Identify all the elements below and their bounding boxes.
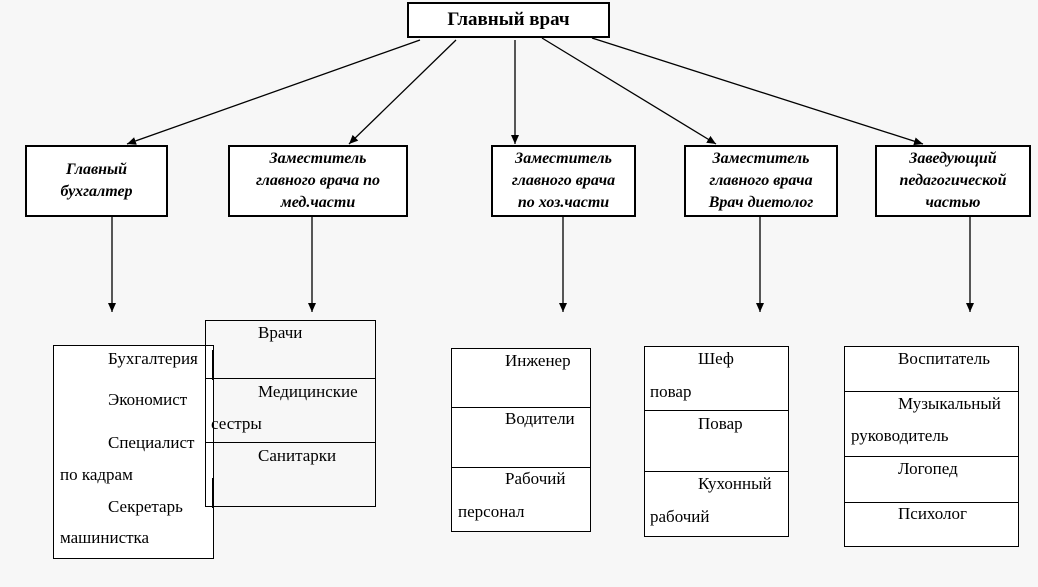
arrow-root-to-pedagogy-head — [591, 37, 924, 146]
accounting-inner-divider-lower — [212, 478, 213, 508]
list-item: Психолог — [898, 504, 968, 523]
kitchen-row-divider — [644, 410, 789, 411]
list-item: Рабочий — [505, 469, 566, 488]
medical-staff-box — [205, 320, 376, 507]
chief-accountant-box: Главный бухгалтер — [25, 145, 168, 217]
list-item: сестры — [211, 414, 262, 433]
arrow-root-to-diet-deputy — [541, 37, 717, 145]
household-deputy-box: Заместитель главного врача по хоз.части — [491, 145, 636, 217]
list-item: повар — [650, 382, 692, 401]
list-item: персонал — [458, 502, 525, 521]
list-item: Врачи — [258, 323, 303, 342]
list-item: Кухонный — [698, 474, 772, 493]
arrow-root-to-med-deputy — [348, 39, 457, 145]
list-item: Медицинские — [258, 382, 358, 401]
list-item: Воспитатель — [898, 349, 990, 368]
pedagogy-row-divider — [844, 502, 1019, 503]
kitchen-row-divider — [644, 471, 789, 472]
list-item: Водители — [505, 409, 575, 428]
list-item: Санитарки — [258, 446, 337, 465]
pedagogy-staff-box — [844, 346, 1019, 547]
arrow-root-to-accountant — [126, 39, 421, 145]
household-row-divider — [451, 467, 591, 468]
medical-deputy-label: Заместитель главного врача по мед.части — [255, 150, 381, 211]
pedagogy-row-divider — [844, 456, 1019, 457]
list-item: Инженер — [505, 351, 571, 370]
chief-doctor-label: Главный врач — [447, 9, 570, 30]
kitchen-staff-box — [644, 346, 789, 537]
list-item: Повар — [698, 414, 743, 433]
list-item: рабочий — [650, 507, 710, 526]
household-staff-box — [451, 348, 591, 532]
medical-row-divider — [205, 378, 376, 379]
accounting-staff-box — [53, 345, 214, 559]
medical-deputy-box: Заместитель главного врача по мед.части — [228, 145, 408, 217]
diet-deputy-label: Заместитель главного врача Врач диетолог — [708, 150, 814, 211]
household-deputy-label: Заместитель главного врача по хоз.части — [511, 150, 616, 211]
list-item: Бухгалтерия — [108, 349, 198, 368]
pedagogy-row-divider — [844, 391, 1019, 392]
chief-doctor-box: Главный врач — [407, 2, 610, 38]
household-row-divider — [451, 407, 591, 408]
list-item: Шеф — [698, 349, 734, 368]
medical-row-divider — [205, 442, 376, 443]
list-item: Специалист — [108, 433, 195, 452]
accounting-inner-divider — [212, 350, 213, 380]
chief-accountant-label: Главный бухгалтер — [60, 161, 133, 200]
pedagogy-head-label: Заведующий педагогической частью — [899, 150, 1007, 211]
diet-deputy-box: Заместитель главного врача Врач диетолог — [684, 145, 838, 217]
list-item: машинистка — [60, 528, 150, 547]
list-item: руководитель — [851, 426, 949, 445]
list-item: Экономист — [108, 390, 188, 409]
list-item: по кадрам — [60, 465, 133, 484]
list-item: Логопед — [898, 459, 958, 478]
list-item: Музыкальный — [898, 394, 1001, 413]
pedagogy-head-box: Заведующий педагогической частью — [875, 145, 1031, 217]
list-item: Секретарь — [108, 497, 183, 516]
